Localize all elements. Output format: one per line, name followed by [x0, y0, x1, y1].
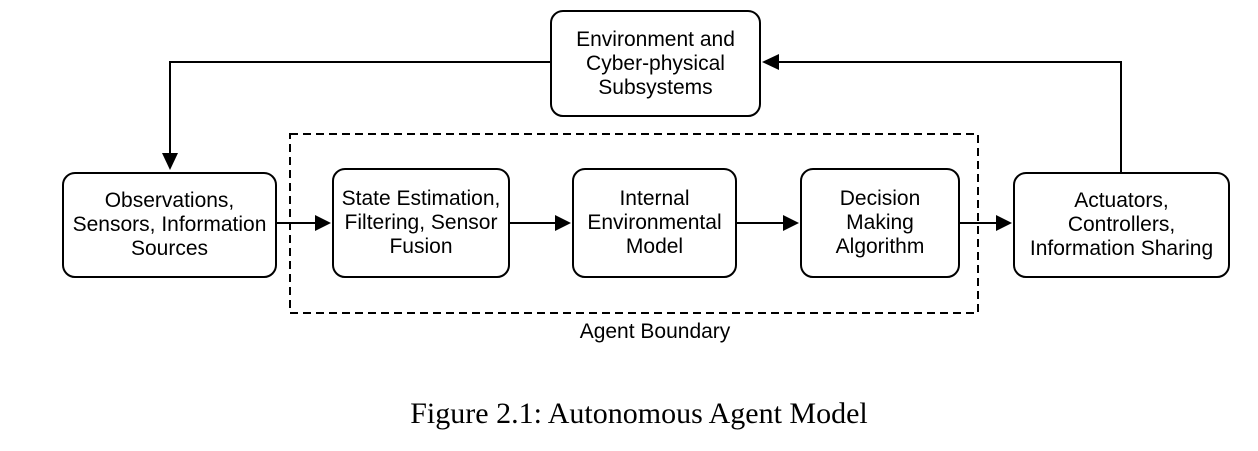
node-decision-making-label: Decision Making Algorithm — [835, 187, 925, 258]
node-state-estimation-label: State Estimation, Filtering, Sensor Fusi… — [341, 187, 501, 258]
arrowhead-right-icon — [783, 215, 799, 231]
node-state-estimation: State Estimation, Filtering, Sensor Fusi… — [332, 168, 510, 278]
edge-environment-to-observations — [162, 61, 550, 170]
arrowhead-down-icon — [162, 153, 178, 170]
edge-internal-model-to-decision-making — [737, 215, 799, 231]
node-observations: Observations, Sensors, Information Sourc… — [62, 172, 277, 278]
agent-boundary-label: Agent Boundary — [579, 320, 731, 343]
node-actuators: Actuators, Controllers, Information Shar… — [1013, 172, 1230, 278]
node-internal-model-label: Internal Environmental Model — [587, 187, 722, 258]
arrowhead-right-icon — [996, 215, 1012, 231]
edge-state-estimation-to-internal-model — [510, 215, 571, 231]
figure-caption: Figure 2.1: Autonomous Agent Model — [410, 397, 868, 430]
node-internal-model: Internal Environmental Model — [572, 168, 737, 278]
edge-decision-making-to-actuators — [960, 215, 1012, 231]
node-environment: Environment and Cyber-physical Subsystem… — [550, 10, 761, 117]
arrowhead-right-icon — [315, 215, 331, 231]
arrowhead-left-icon — [762, 54, 779, 70]
node-environment-label: Environment and Cyber-physical Subsystem… — [576, 27, 735, 99]
node-decision-making: Decision Making Algorithm — [800, 168, 960, 278]
edge-observations-to-state-estimation — [277, 215, 331, 231]
edge-actuators-to-environment — [762, 54, 1122, 172]
node-actuators-label: Actuators, Controllers, Information Shar… — [1029, 189, 1214, 260]
arrowhead-right-icon — [555, 215, 571, 231]
node-observations-label: Observations, Sensors, Information Sourc… — [72, 189, 267, 260]
